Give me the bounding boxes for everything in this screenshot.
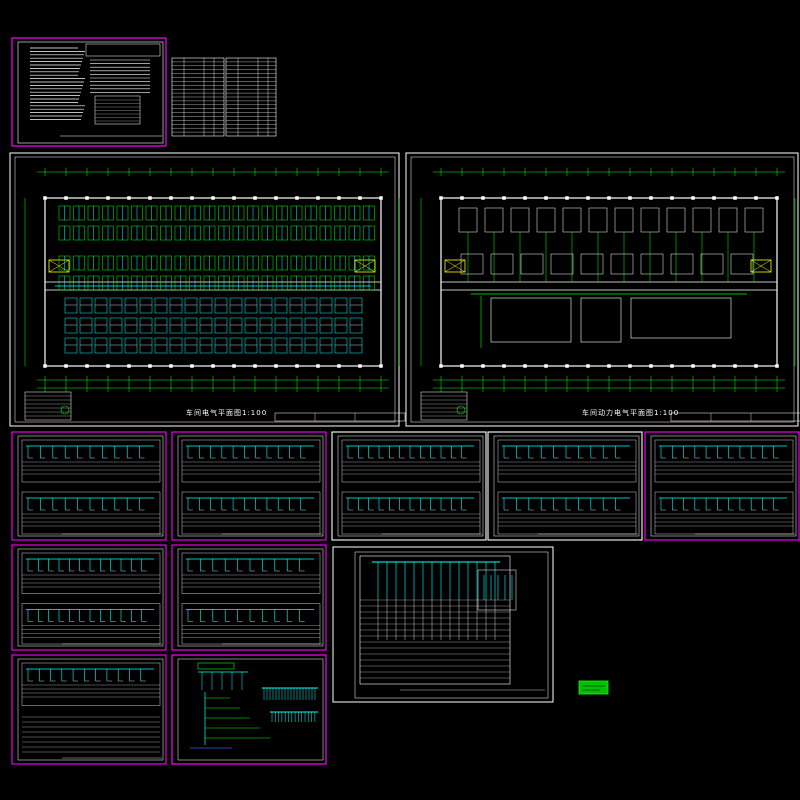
sheet-floor-plan-lighting <box>9 152 406 427</box>
plan-left-caption: 车间电气平面图1:100 <box>186 409 268 417</box>
system-diagram-sheet <box>171 544 327 651</box>
system-diagram-sheet <box>171 431 327 541</box>
sheet-equipment-table <box>171 57 277 137</box>
approval-stamp <box>578 680 609 695</box>
sheet-floor-plan-power <box>405 152 800 427</box>
system-diagram-sheet <box>487 431 643 541</box>
system-diagram-sheet <box>644 431 800 541</box>
sheet-distribution-schedule <box>332 546 554 703</box>
sheet-cover-legend <box>11 37 167 147</box>
system-diagram-sheets <box>11 431 800 765</box>
system-diagram-sheet <box>11 654 167 765</box>
system-diagram-sheet <box>11 544 167 651</box>
system-diagram-sheet <box>11 431 167 541</box>
system-diagram-sheet <box>331 431 487 541</box>
sheet-riser-diagram <box>171 654 327 765</box>
plan-right-caption: 车间动力电气平面图1:100 <box>582 409 680 417</box>
